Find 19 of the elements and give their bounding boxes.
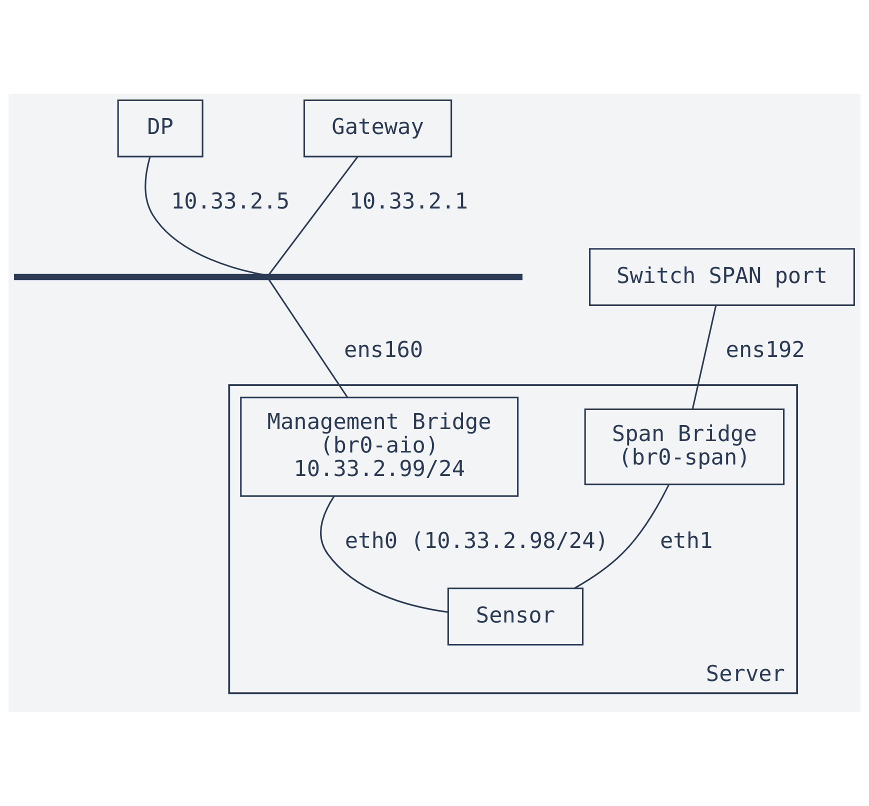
edge-label: ens192 (726, 338, 805, 364)
edge-label: 10.33.2.5 (170, 190, 290, 215)
node-box: Management Bridge (br0-aio) 10.33.2.99/24 (240, 396, 519, 497)
connector (268, 156, 358, 276)
node-bar (14, 274, 522, 280)
edge-label: 10.33.2.1 (349, 190, 468, 215)
edge-label: eth0 (10.33.2.98/24) (344, 529, 608, 554)
connector (320, 496, 448, 613)
connector (692, 305, 717, 410)
node-box: Switch SPAN port (589, 248, 855, 306)
node-box: DP (117, 99, 204, 158)
node-box: Gateway (303, 99, 452, 158)
connector (144, 156, 264, 276)
node-box: Sensor (447, 588, 584, 646)
edge-label: ens160 (344, 338, 424, 364)
edge-label: eth1 (660, 529, 713, 554)
connector (574, 484, 670, 589)
connector (268, 279, 348, 398)
node-box: Span Bridge (br0-span) (584, 408, 785, 486)
